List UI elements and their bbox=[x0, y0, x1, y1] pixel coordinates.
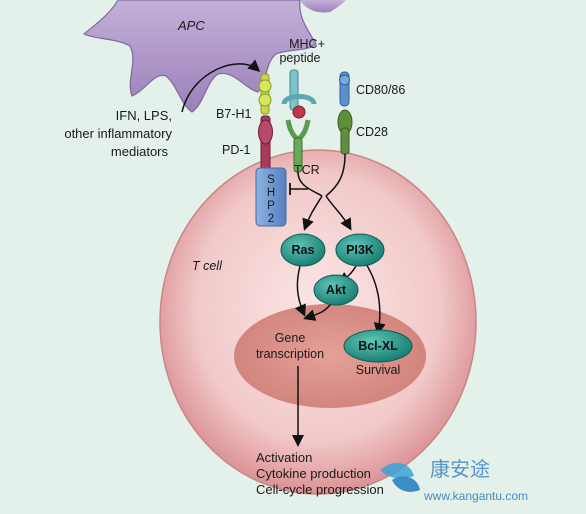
node-akt-label: Akt bbox=[326, 283, 347, 297]
shp2-letter-p: P bbox=[267, 200, 275, 212]
ifn-arrow bbox=[181, 59, 261, 113]
mhc-peptide bbox=[281, 69, 317, 119]
node-bclxl: Bcl-XL bbox=[343, 329, 413, 363]
node-akt: Akt bbox=[313, 274, 359, 306]
outcome-cytokine: Cytokine production bbox=[256, 466, 371, 481]
tcr-label: TCR bbox=[294, 163, 320, 177]
node-ras: Ras bbox=[280, 233, 326, 267]
node-pi3k: PI3K bbox=[335, 233, 385, 267]
pd1-label: PD-1 bbox=[222, 143, 251, 157]
tcr-receptor bbox=[285, 119, 311, 173]
survival-label: Survival bbox=[356, 363, 400, 377]
apc-label: APC bbox=[177, 18, 205, 33]
shp2-box: S H P 2 bbox=[255, 167, 287, 227]
inhibition-line bbox=[289, 183, 308, 195]
watermark-cn: 康安途 bbox=[430, 457, 490, 481]
outcome-activation: Activation bbox=[256, 450, 312, 465]
node-ras-label: Ras bbox=[292, 243, 315, 257]
watermark-url: www.kangantu.com bbox=[423, 489, 528, 503]
mhc-label-line1: MHC+ bbox=[289, 37, 325, 51]
gene-label-line1: Gene bbox=[275, 331, 306, 345]
b7h1-ligand bbox=[258, 73, 272, 115]
ifn-label-line2: other inflammatory bbox=[64, 126, 172, 141]
cd8086-ligand bbox=[339, 71, 350, 107]
shp2-letter-h: H bbox=[267, 187, 275, 199]
shp2-letter-2: 2 bbox=[268, 213, 274, 225]
t-cell-label: T cell bbox=[192, 259, 223, 273]
cd8086-label: CD80/86 bbox=[356, 83, 405, 97]
watermark: 康安途 www.kangantu.com bbox=[380, 457, 528, 503]
ifn-label-line3: mediators bbox=[111, 144, 169, 159]
outcome-cell-cycle: Cell-cycle progression bbox=[256, 482, 384, 497]
cd28-receptor bbox=[337, 109, 353, 155]
gene-label-line2: transcription bbox=[256, 347, 324, 361]
apc-cell bbox=[82, 0, 346, 113]
mhc-label-line2: peptide bbox=[279, 51, 320, 65]
node-pi3k-label: PI3K bbox=[346, 243, 374, 257]
ifn-label-line1: IFN, LPS, bbox=[116, 108, 172, 123]
shp2-letter-s: S bbox=[267, 174, 275, 186]
pd1-receptor bbox=[258, 115, 273, 173]
b7h1-label: B7-H1 bbox=[216, 107, 251, 121]
cd28-label: CD28 bbox=[356, 125, 388, 139]
node-bclxl-label: Bcl-XL bbox=[358, 339, 398, 353]
